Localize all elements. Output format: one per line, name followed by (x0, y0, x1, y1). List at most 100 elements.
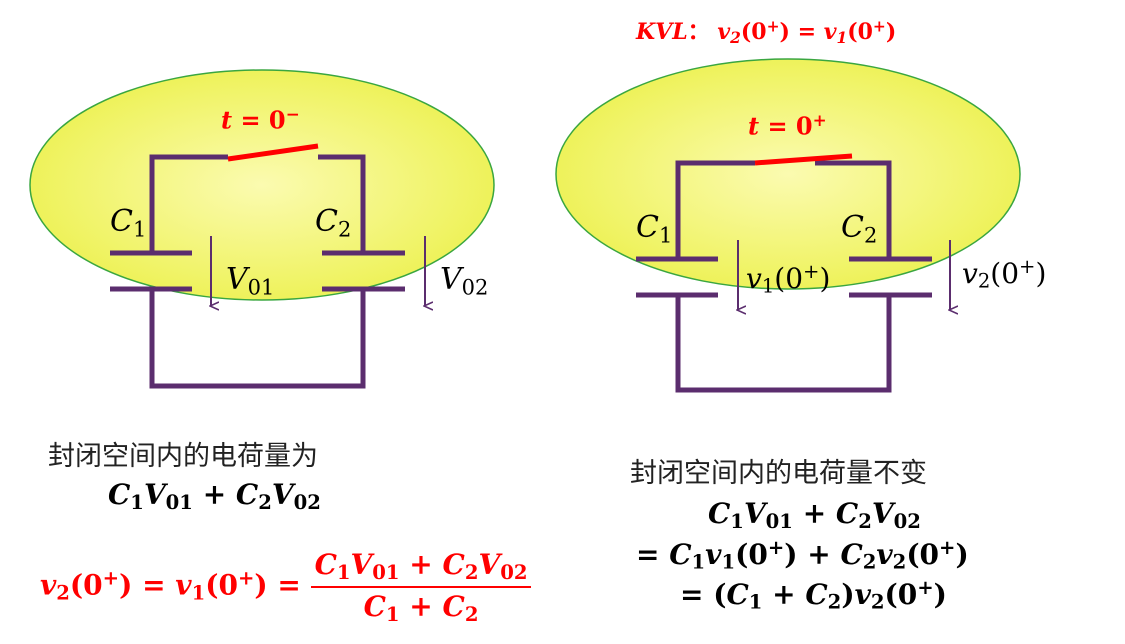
r2-close-2: ) (955, 537, 969, 571)
r2-arg-1: (0 (735, 537, 768, 571)
formula-v1: v (175, 568, 192, 602)
r2-arg-2: (0 (906, 537, 940, 571)
formula-v2-close: ) (119, 568, 133, 602)
r3-c2: C (805, 577, 828, 611)
r2-v2: v (876, 537, 893, 571)
right-v1-close: ) (819, 261, 831, 295)
kvl-equation: KVL： v2(0+) = v1(0+) (636, 14, 896, 47)
r2-sup-2: + (939, 536, 956, 559)
formula-v2-sup: + (102, 566, 120, 590)
right-c1-sub: 1 (658, 223, 673, 248)
r3-sup: + (917, 576, 934, 599)
formula-eq-1: = (132, 568, 176, 602)
left-v02-label: V02 (440, 262, 488, 299)
left-c1-label: C1 (110, 204, 146, 241)
left-v02-letter: V (440, 262, 462, 297)
formula-v2: v (40, 568, 57, 602)
right-time-t: t (748, 111, 760, 141)
r2-v1: v (705, 537, 722, 571)
den-c1: C (363, 589, 386, 623)
left-c2-sub: 2 (337, 217, 352, 242)
right-v2-sup: + (1019, 255, 1036, 278)
left-wires (149, 154, 366, 389)
kvl-rhs-close: ) (885, 19, 897, 45)
left-time-label: t = 0− (221, 104, 300, 134)
r2-sup-1: + (767, 536, 785, 559)
left-v02-sub: 02 (461, 275, 489, 300)
r2-c2-sub: 2 (862, 550, 877, 574)
right-v2-label: v2(0+) (962, 255, 1046, 293)
kvl-lhs-arg: (0 (740, 19, 767, 45)
r3-plus: + (762, 577, 806, 611)
num-c2-sub: 2 (464, 560, 479, 584)
kvl-rhs-arg: (0 (847, 19, 873, 45)
formula-v1-arg: (0 (205, 568, 238, 602)
right-wires (675, 160, 892, 393)
left-expr-v1: V (143, 478, 166, 511)
left-c2-letter: C (315, 204, 338, 239)
num-c2: C (442, 548, 465, 581)
right-v2-letter: v (962, 256, 978, 290)
final-formula: v2(0+) = v1(0+) = C1V01 + C2V02 C1 + C2 (40, 548, 532, 626)
formula-v2-sub: 2 (56, 581, 70, 605)
left-caption: 封闭空间内的电荷量为 (48, 441, 318, 472)
r1-c1-sub: 1 (730, 509, 744, 533)
formula-fraction: C1V01 + C2V02 C1 + C2 (310, 548, 532, 626)
right-time-label: t = 0+ (748, 110, 827, 140)
right-v1-label: v1(0+) (746, 260, 830, 298)
num-c1-sub: 1 (336, 560, 351, 584)
left-time-sup: − (285, 104, 300, 124)
num-v2: V (478, 548, 501, 581)
left-v01-sub: 01 (247, 275, 275, 300)
left-expr-c2-sub: 2 (258, 490, 272, 514)
left-c1-letter: C (110, 204, 133, 239)
r1-v1-sub: 01 (765, 509, 793, 533)
num-c1: C (314, 548, 337, 581)
r3-rparen: ) (841, 577, 855, 611)
formula-numerator: C1V01 + C2V02 (310, 548, 532, 588)
r2-v2-sub: 2 (892, 550, 907, 574)
right-v2-sub: 2 (977, 269, 991, 293)
r1-c1: C (708, 497, 731, 530)
r2-v1-sub: 1 (721, 550, 736, 574)
right-time-sup: + (812, 110, 827, 130)
left-v01-letter: V (226, 262, 248, 297)
left-time-eq: = 0 (232, 105, 286, 135)
kvl-lhs: v (717, 19, 731, 45)
r2-c1: C (669, 537, 692, 571)
r3-eq: = (680, 577, 714, 611)
right-line-2: = C1v1(0+) + C2v2(0+) (636, 536, 969, 574)
right-c1-letter: C (636, 210, 659, 245)
formula-eq-2: = (267, 568, 311, 602)
den-c1-sub: 1 (385, 602, 400, 626)
r2-close-1: ) (784, 537, 798, 571)
formula-denominator: C1 + C2 (311, 588, 532, 626)
formula-v1-sup: + (237, 566, 255, 590)
den-c2-sub: 2 (464, 602, 479, 626)
right-switch (754, 153, 853, 166)
right-capacitor-c2-plates (849, 256, 932, 298)
kvl-eq: = (789, 19, 824, 45)
kvl-colon: ： (687, 19, 710, 45)
kvl-rhs-sub: 1 (836, 28, 848, 47)
left-switch (227, 143, 319, 162)
num-plus: + (399, 548, 443, 581)
r2-plus: + (797, 537, 841, 571)
right-time-eq: = 0 (759, 111, 813, 141)
right-c2-letter: C (841, 210, 864, 245)
formula-v1-close: ) (254, 568, 268, 602)
r3-c1: C (726, 577, 749, 611)
kvl-rhs-sup: + (872, 17, 886, 36)
r1-v2-sub: 02 (893, 509, 921, 533)
left-c2-label: C2 (315, 204, 351, 241)
formula-v1-sub: 1 (191, 581, 206, 605)
r3-open: ( (713, 577, 727, 611)
right-closed-region (555, 58, 1021, 290)
left-expr-plus: + (192, 478, 236, 511)
r1-c2: C (835, 497, 859, 530)
right-v2-arg: (0 (990, 256, 1020, 290)
num-v1: V (350, 548, 373, 581)
num-v2-sub: 02 (500, 560, 528, 584)
